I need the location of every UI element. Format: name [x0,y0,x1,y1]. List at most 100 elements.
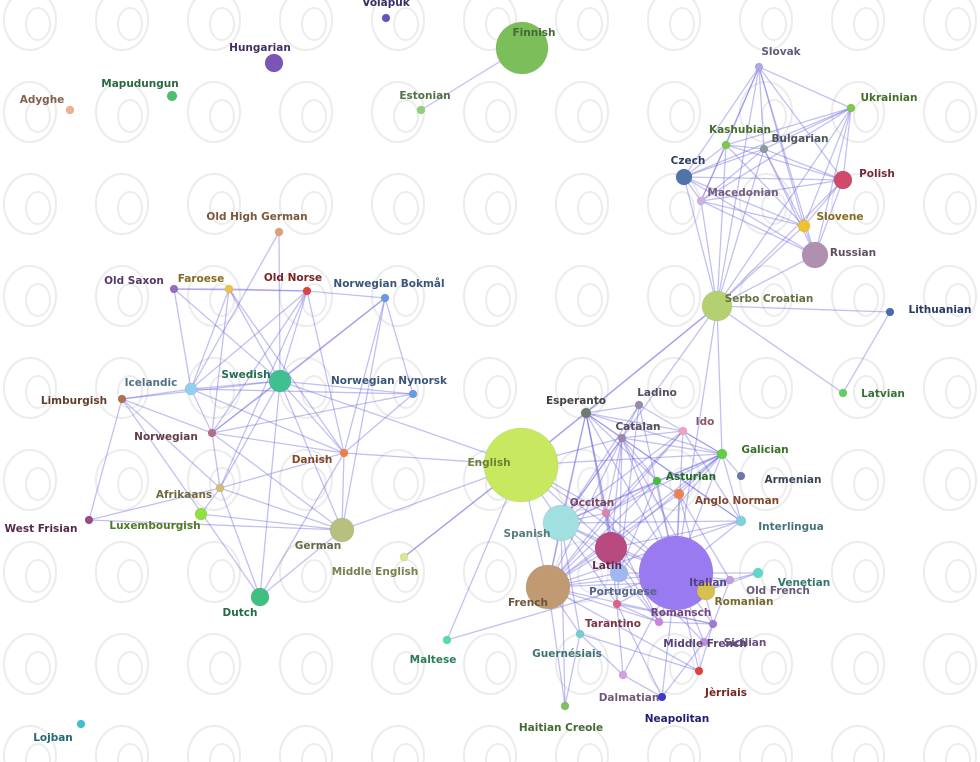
node-middleenglish[interactable] [399,552,409,562]
node-luxembourgish[interactable] [194,507,208,521]
node-macedonian[interactable] [696,196,706,206]
edge-catalan-asturian [621,437,658,482]
node-slovene[interactable] [797,219,811,233]
node-icelandic[interactable] [184,382,198,396]
node-interlingua[interactable] [735,515,747,527]
node-russian[interactable] [801,241,829,269]
node-occitan[interactable] [601,508,611,518]
edge-interlingua-spanish [560,520,742,524]
edge-kashubian-polish [725,144,844,181]
node-czech[interactable] [675,168,693,186]
edge-galician-portuguese [618,453,723,574]
node-portuguese[interactable] [609,563,629,583]
node-esperanto[interactable] [580,407,592,419]
node-oldfrench[interactable] [725,575,735,585]
node-maltese[interactable] [442,635,452,645]
node-adyghe[interactable] [65,105,75,115]
node-lojban[interactable] [76,719,86,729]
node-limburgish[interactable] [117,394,127,404]
edge-icelandic-limburgish [121,388,192,400]
node-french[interactable] [525,564,571,610]
node-german[interactable] [329,517,355,543]
node-asturian[interactable] [652,476,662,486]
node-danish[interactable] [339,448,349,458]
node-mapudungun[interactable] [166,90,178,102]
watermark-mark [831,173,885,235]
edge-french-middlefrench [547,586,714,625]
label-bulgarian: Bulgarian [771,133,828,145]
node-catalan[interactable] [617,433,627,443]
label-nnynorsk: Norwegian Nynorsk [331,375,448,387]
node-romansch[interactable] [654,617,664,627]
node-ukrainian[interactable] [846,103,856,113]
node-middlefrench[interactable] [708,619,718,629]
label-esperanto: Esperanto [546,395,606,407]
watermark-mark [3,725,57,762]
edge-polish-serbocroatian [716,179,844,307]
node-polish[interactable] [833,170,853,190]
edge-spanish-guernesiais [560,522,581,635]
node-faroese[interactable] [224,284,234,294]
node-neapolitan[interactable] [657,692,667,702]
node-finnish[interactable] [495,21,549,75]
node-english[interactable] [483,427,559,503]
edge-limburgish-norwegian [121,398,213,434]
label-guernesiais: Guernésiais [532,648,602,660]
node-latin[interactable] [594,531,628,565]
edge-norwegian-danish [211,432,345,454]
edge-asturian-french [547,480,658,588]
node-dalmatian[interactable] [618,670,628,680]
watermark-mark [739,449,793,511]
node-westfrisian[interactable] [84,515,94,525]
watermark-mark [371,0,425,51]
edge-nbokmal-german [341,297,386,531]
node-guernesiais[interactable] [575,629,585,639]
edge-danish-dutch [259,452,345,598]
edge-guernesiais-haitiancreole [564,633,581,707]
node-hungarian[interactable] [264,53,284,73]
watermark-mark [739,357,793,419]
node-ido[interactable] [678,426,688,436]
watermark-mark [555,0,609,51]
edge-slovak-polish [758,66,844,181]
watermark-mark [95,449,149,511]
node-serbocroatian[interactable] [701,290,733,322]
node-haitiancreole[interactable] [560,701,570,711]
node-estonian[interactable] [416,105,426,115]
node-armenian[interactable] [736,471,746,481]
node-afrikaans[interactable] [215,483,225,493]
node-venetian[interactable] [752,567,764,579]
node-swedish[interactable] [268,369,292,393]
node-spanish[interactable] [542,504,580,542]
edge-ukrainian-serbocroatian [716,107,852,307]
node-nbokmal[interactable] [380,293,390,303]
watermark-mark [187,173,241,235]
node-oldsaxon[interactable] [169,284,179,294]
node-galician[interactable] [716,448,728,460]
node-jerriais[interactable] [694,666,704,676]
node-kashubian[interactable] [721,140,731,150]
label-czech: Czech [671,155,706,167]
node-lithuanian[interactable] [885,307,895,317]
label-lithuanian: Lithuanian [909,304,972,316]
watermark-mark [831,0,885,51]
node-latvian[interactable] [838,388,848,398]
edge-galician-asturian [656,453,723,482]
node-dutch[interactable] [250,587,270,607]
node-slovak[interactable] [754,62,764,72]
node-anglonorman[interactable] [673,488,685,500]
label-russian: Russian [830,247,876,259]
node-sicilian[interactable] [699,637,709,647]
node-norwegian[interactable] [207,428,217,438]
node-romanian[interactable] [696,581,716,601]
node-oldnorse[interactable] [302,286,312,296]
node-ladino[interactable] [634,400,644,410]
watermark-mark [95,173,149,235]
node-tarantino[interactable] [612,599,622,609]
node-volapuk[interactable] [381,13,391,23]
watermark-mark [95,541,149,603]
node-nnynorsk[interactable] [408,389,418,399]
node-italian[interactable] [638,535,714,611]
node-bulgarian[interactable] [759,144,769,154]
node-ohg[interactable] [274,227,284,237]
